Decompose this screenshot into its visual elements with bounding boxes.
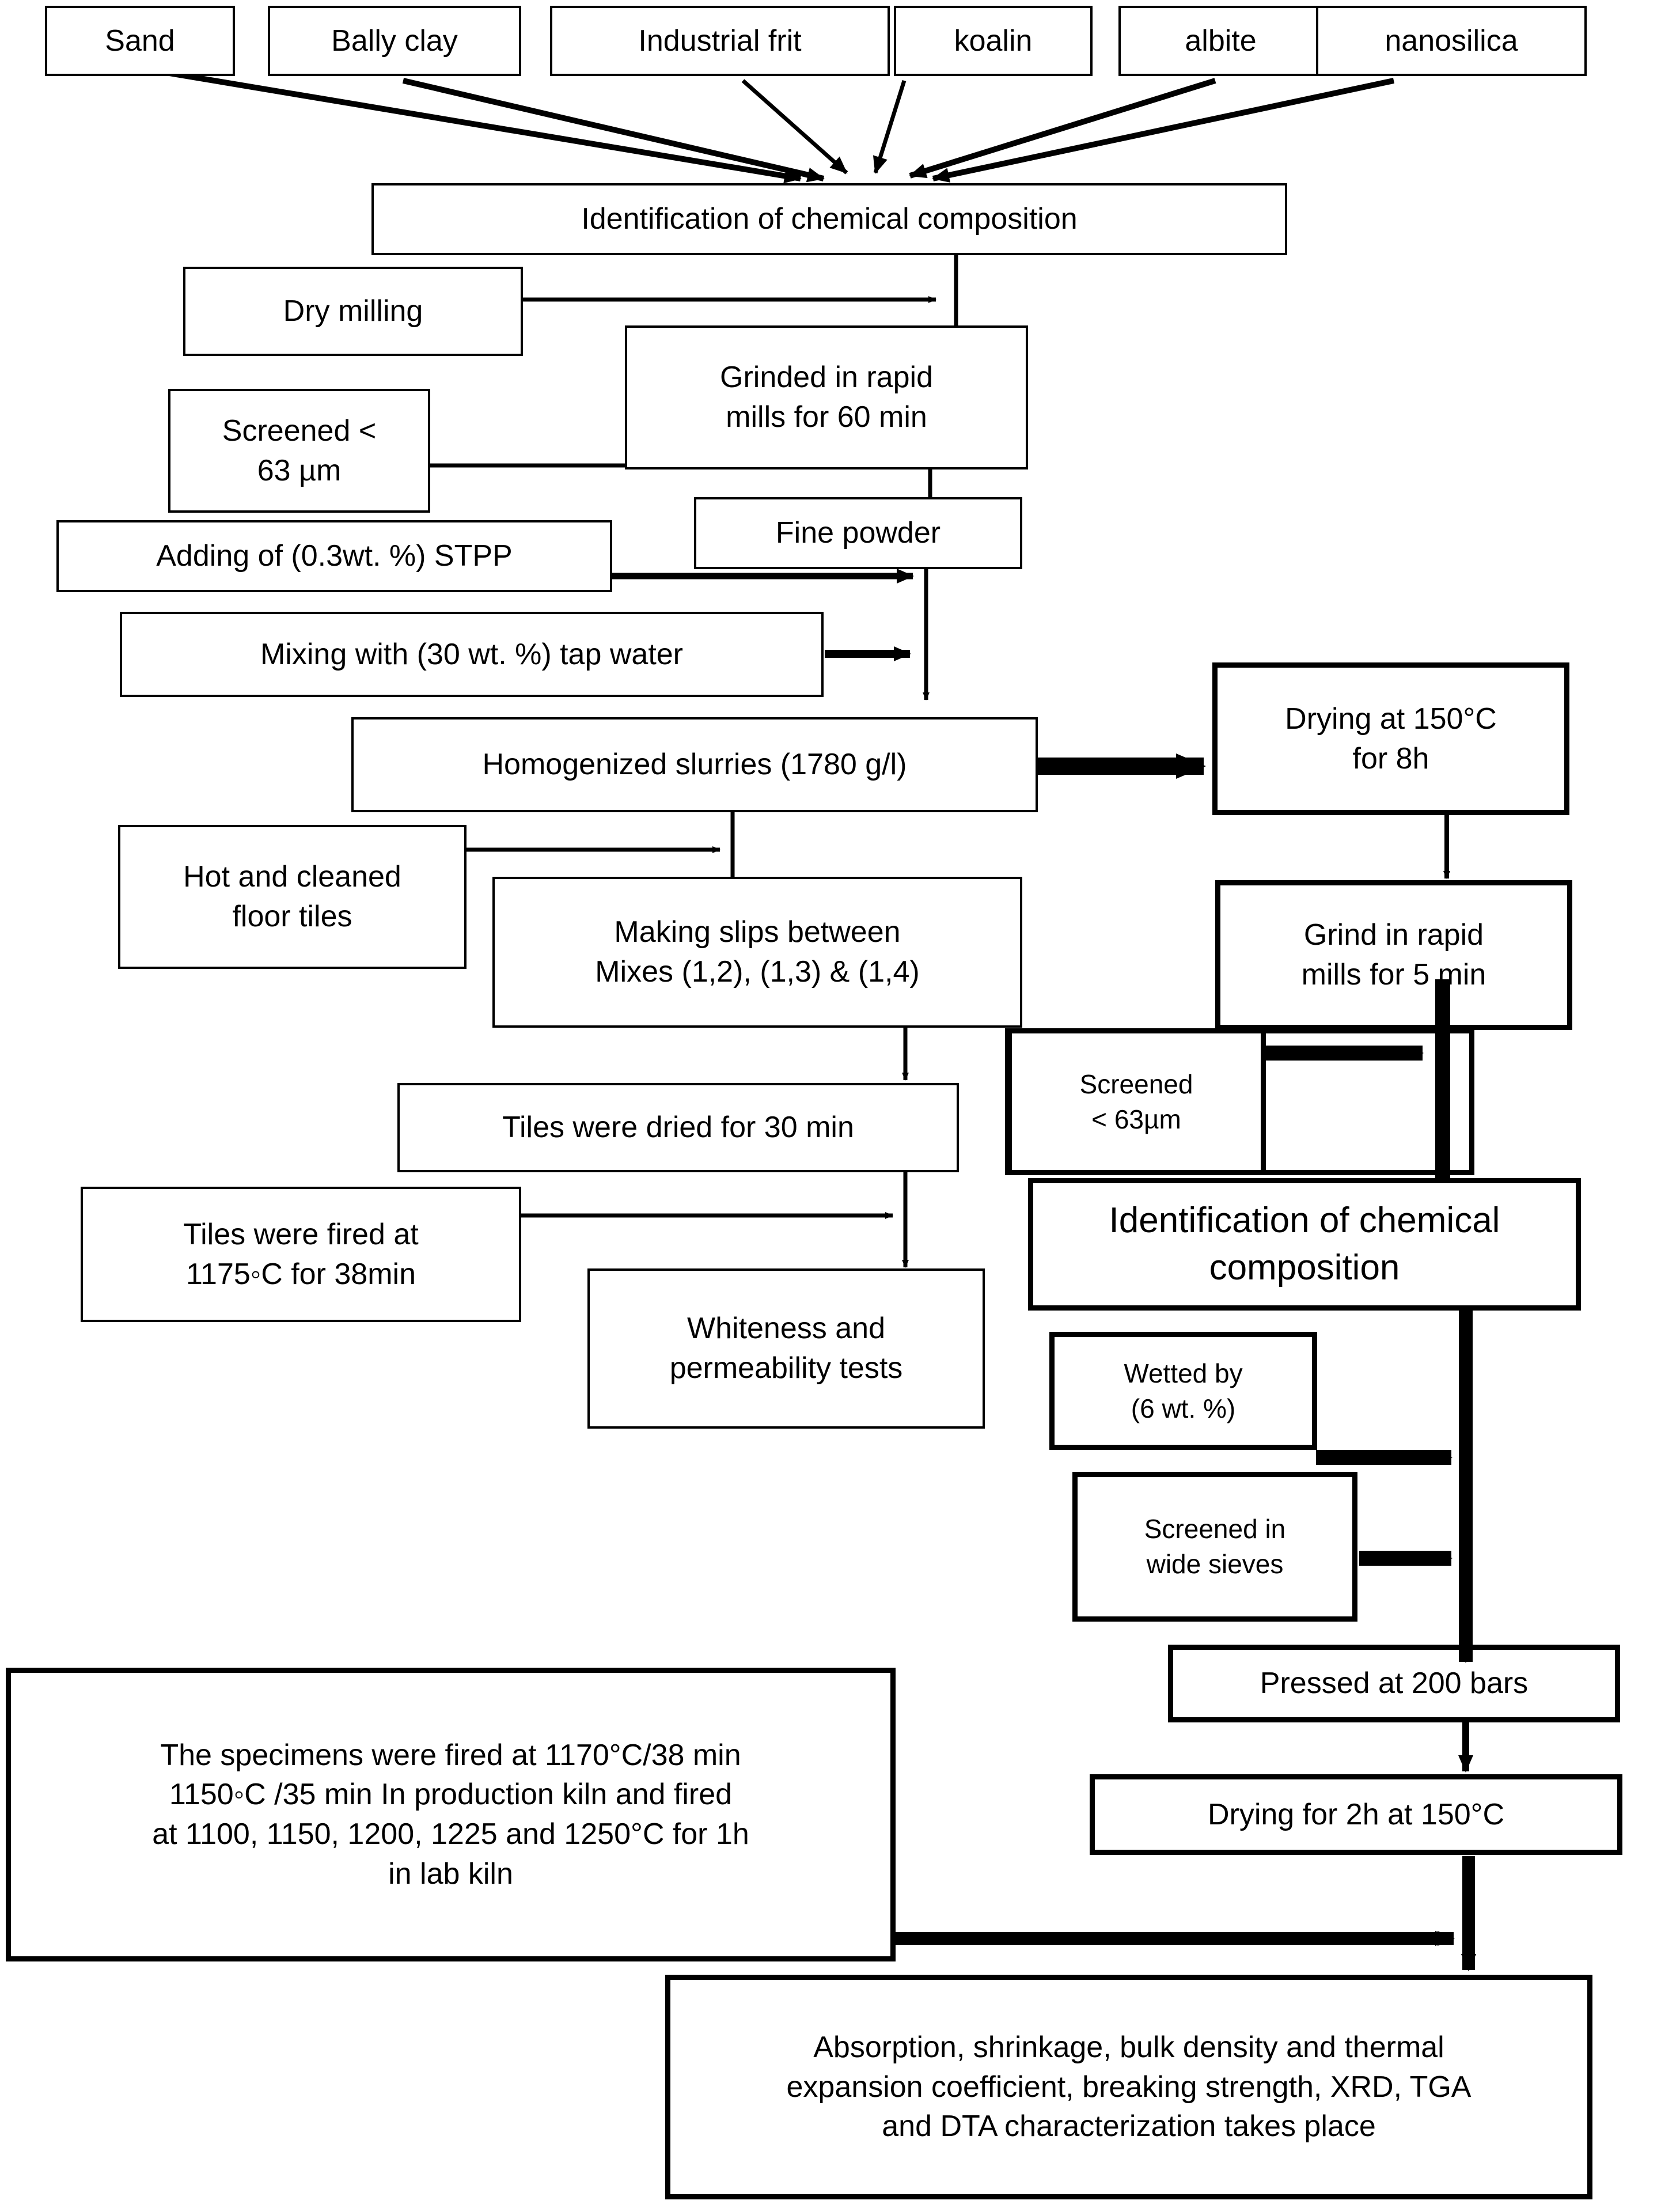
- node-industrial-frit[interactable]: Industrial frit: [550, 6, 890, 76]
- node-whiteness-permeability-label: Whiteness and permeability tests: [669, 1312, 903, 1385]
- node-fine-powder-label: Fine powder: [775, 516, 941, 550]
- node-final-characterization-label: Absorption, shrinkage, bulk density and …: [786, 2031, 1472, 2144]
- node-screened-63um-a[interactable]: Screened < 63 µm: [168, 389, 430, 513]
- node-whiteness-permeability-tests[interactable]: Whiteness and permeability tests: [587, 1268, 985, 1429]
- node-wetted-by-label: Wetted by (6 wt. %): [1124, 1358, 1243, 1423]
- node-final-characterization[interactable]: Absorption, shrinkage, bulk density and …: [665, 1975, 1592, 2199]
- node-fine-powder[interactable]: Fine powder: [694, 497, 1022, 569]
- node-grinded-rapid-60-label: Grinded in rapid mills for 60 min: [720, 361, 933, 434]
- node-drying-150c-8h-label: Drying at 150°C for 8h: [1285, 702, 1497, 775]
- node-wetted-by-6wt[interactable]: Wetted by (6 wt. %): [1049, 1332, 1317, 1450]
- node-mixing-tap-water[interactable]: Mixing with (30 wt. %) tap water: [120, 612, 824, 697]
- node-nanosilica-label: nanosilica: [1385, 24, 1518, 58]
- node-grind-rapid-5-label: Grind in rapid mills for 5 min: [1301, 918, 1486, 991]
- node-making-slips-label: Making slips between Mixes (1,2), (1,3) …: [595, 915, 920, 989]
- node-bally-clay-label: Bally clay: [331, 24, 458, 58]
- fan-in-arrows: [138, 65, 825, 184]
- node-identification-chemical-composition-1[interactable]: Identification of chemical composition: [371, 183, 1287, 255]
- node-tiles-dried-30min[interactable]: Tiles were dried for 30 min: [397, 1083, 959, 1172]
- node-sand-label: Sand: [105, 24, 175, 58]
- node-making-slips[interactable]: Making slips between Mixes (1,2), (1,3) …: [492, 877, 1022, 1028]
- node-drying-150c-8h[interactable]: Drying at 150°C for 8h: [1212, 662, 1569, 815]
- node-pressed-200-bars[interactable]: Pressed at 200 bars: [1168, 1645, 1620, 1722]
- node-pressed-200-bars-label: Pressed at 200 bars: [1260, 1667, 1529, 1701]
- node-sand[interactable]: Sand: [45, 6, 235, 76]
- node-mixing-tap-water-label: Mixing with (30 wt. %) tap water: [260, 637, 684, 671]
- node-hot-cleaned-floor-tiles-label: Hot and cleaned floor tiles: [183, 860, 401, 933]
- node-nanosilica[interactable]: nanosilica: [1316, 6, 1587, 76]
- node-screened-63um-b-label: Screened < 63µm: [1079, 1069, 1193, 1134]
- node-identification-chemical-composition-2[interactable]: Identification of chemical composition: [1028, 1178, 1581, 1311]
- node-koalin-label: koalin: [954, 24, 1033, 58]
- node-specimens-fired-label: The specimens were fired at 1170°C/38 mi…: [152, 1738, 749, 1891]
- node-screened-wide-sieves[interactable]: Screened in wide sieves: [1072, 1472, 1357, 1622]
- node-adding-stpp[interactable]: Adding of (0.3wt. %) STPP: [56, 520, 612, 592]
- node-screened-63um-b[interactable]: Screened < 63µm: [1007, 1028, 1266, 1175]
- node-homogenized-slurries[interactable]: Homogenized slurries (1780 g/l): [351, 717, 1038, 812]
- node-dry-milling-label: Dry milling: [283, 294, 423, 328]
- node-industrial-frit-label: Industrial frit: [638, 24, 802, 58]
- node-tiles-dried-30min-label: Tiles were dried for 30 min: [502, 1111, 854, 1145]
- node-albite[interactable]: albite: [1118, 6, 1323, 76]
- node-dry-milling[interactable]: Dry milling: [183, 267, 523, 356]
- node-homogenized-slurries-label: Homogenized slurries (1780 g/l): [482, 748, 907, 782]
- node-screened-63um-a-label: Screened < 63 µm: [222, 414, 377, 487]
- node-grind-rapid-mills-5min[interactable]: Grind in rapid mills for 5 min: [1215, 880, 1572, 1030]
- node-hot-cleaned-floor-tiles[interactable]: Hot and cleaned floor tiles: [118, 825, 467, 969]
- node-specimens-fired[interactable]: The specimens were fired at 1170°C/38 mi…: [6, 1668, 896, 1961]
- node-drying-2h-150c-label: Drying for 2h at 150°C: [1207, 1797, 1505, 1831]
- node-screened-wide-sieves-label: Screened in wide sieves: [1144, 1514, 1286, 1579]
- node-tiles-fired-1175c[interactable]: Tiles were fired at 1175◦C for 38min: [81, 1187, 521, 1322]
- node-adding-stpp-label: Adding of (0.3wt. %) STPP: [156, 539, 513, 573]
- node-tiles-fired-1175c-label: Tiles were fired at 1175◦C for 38min: [183, 1217, 419, 1291]
- node-grinded-rapid-mills-60min[interactable]: Grinded in rapid mills for 60 min: [625, 325, 1028, 469]
- node-identification-2-label: Identification of chemical composition: [1109, 1201, 1500, 1287]
- node-bally-clay[interactable]: Bally clay: [268, 6, 521, 76]
- node-albite-label: albite: [1185, 24, 1257, 58]
- node-identification-1-label: Identification of chemical composition: [581, 202, 1078, 236]
- node-koalin[interactable]: koalin: [894, 6, 1093, 76]
- node-drying-2h-150c[interactable]: Drying for 2h at 150°C: [1090, 1774, 1622, 1855]
